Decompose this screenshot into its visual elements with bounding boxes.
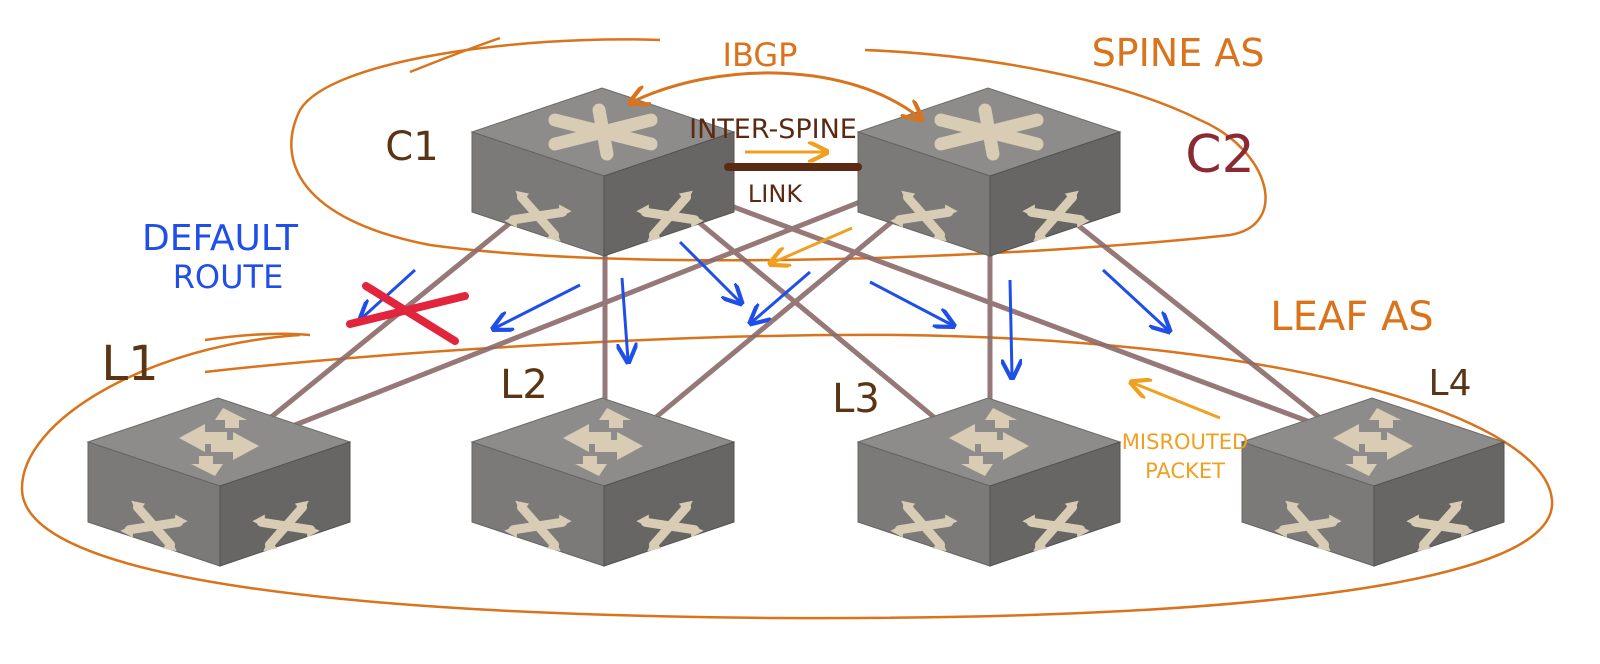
spine-as-boundary (290, 38, 1267, 262)
leaf-as-label: LEAF AS (1270, 294, 1433, 340)
misrouted-arrow-spine (772, 226, 853, 263)
layer2-switch-icon (857, 397, 1121, 567)
inter-spine-label: INTER-SPINE (689, 114, 857, 145)
node-label-c2: C2 (1185, 125, 1254, 185)
leaf-as-boundary (20, 333, 1554, 620)
misrouted-arrow-leaf (1133, 383, 1221, 420)
leaf-as-boundary-stroke (204, 332, 311, 342)
link-label: LINK (748, 180, 803, 208)
layer2-switch-icon (87, 397, 351, 567)
default-route-label-line1: DEFAULT (142, 218, 299, 259)
node-label-l3: L3 (832, 376, 880, 422)
layer2-switch-icon (471, 397, 735, 567)
ibgp-label: IBGP (723, 36, 798, 74)
misrouted-label-line1: MISROUTED (1122, 430, 1248, 454)
switch-l1[interactable] (87, 397, 351, 567)
x-mark-icon (346, 282, 469, 345)
node-label-l2: L2 (500, 362, 548, 408)
layer2-switch-icon (1241, 397, 1505, 567)
switch-l2[interactable] (471, 397, 735, 567)
default-route-label-line2: ROUTE (173, 258, 284, 296)
switch-l3[interactable] (857, 397, 1121, 567)
spine-as-label: SPINE AS (1092, 31, 1265, 75)
fabric-links (268, 197, 1322, 428)
default-route-arrows (362, 240, 1168, 376)
ibgp-session-arrow (632, 71, 920, 118)
misrouted-label-line2: PACKET (1145, 459, 1225, 483)
node-label-l1: L1 (101, 336, 158, 392)
spine-as-boundary-stroke (409, 36, 501, 74)
node-label-c1: C1 (385, 124, 438, 170)
switch-l4[interactable] (1241, 397, 1505, 567)
node-label-l4: L4 (1429, 363, 1472, 404)
switch-c2[interactable] (857, 87, 1121, 257)
